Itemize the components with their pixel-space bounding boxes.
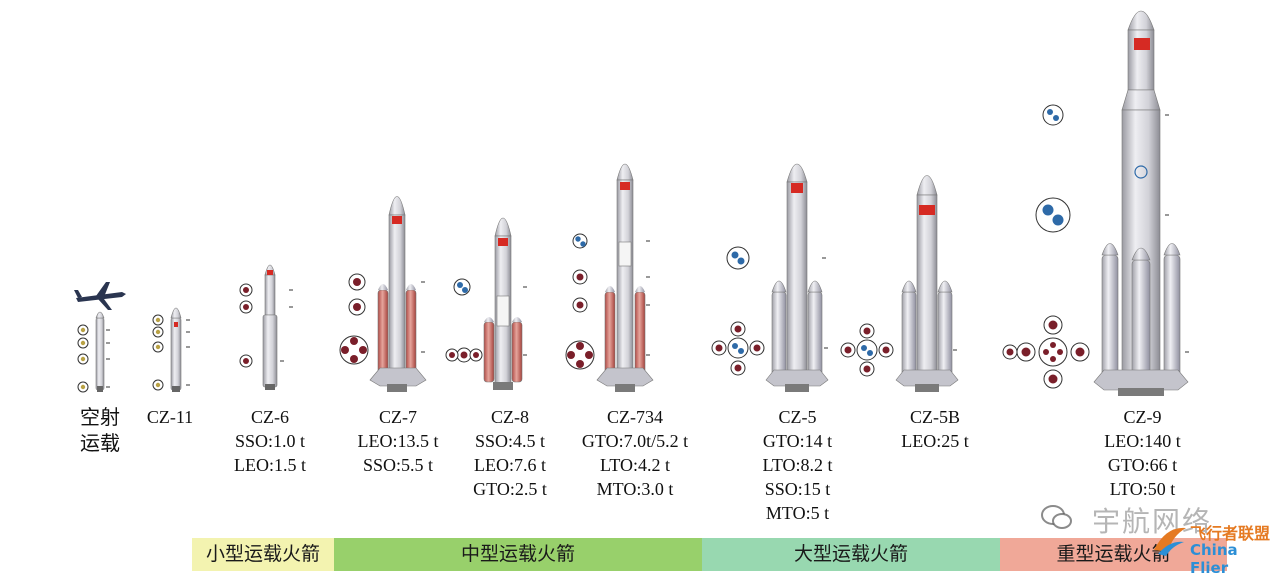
cz6-payload-circles [239,283,253,368]
air-launch-label: 空射 运载 [70,405,130,457]
air-launch-rocket [74,282,126,392]
cz5-spec-1: GTO:14 t [762,431,833,451]
cz11-payload-circles [152,314,164,391]
cz5-name: CZ-5 [778,407,817,427]
tick-marks [106,114,1189,388]
cz5-spec-4: MTO:5 t [765,503,830,523]
air-launch-payload-circles [77,324,89,393]
cz6-rocket [262,264,278,390]
cz11-label: CZ-11 [130,405,210,429]
cz734-rocket [596,163,654,392]
category-label-heavy: 重型运载火箭 [1056,543,1171,565]
cz9-label: CZ-9 LEO:140 t GTO:66 t LTO:50 t [1085,405,1200,501]
cz11-name: CZ-11 [146,407,194,427]
cz734-payload-circles [565,233,595,370]
air-launch-name-line2: 运载 [80,433,120,455]
cz7-spec-2: SSO:5.5 t [362,455,434,475]
cz8-label: CZ-8 SSO:4.5 t LEO:7.6 t GTO:2.5 t [455,405,565,501]
cz6-label: CZ-6 SSO:1.0 t LEO:1.5 t [215,405,325,477]
cz11-rocket [170,307,182,392]
cz5-spec-3: SSO:15 t [764,479,831,499]
aircraft-icon [74,282,126,310]
cz9-spec-2: GTO:66 t [1107,455,1178,475]
cz5b-spec-1: LEO:25 t [901,431,969,451]
flier-logo-icon [1154,527,1186,556]
category-label-small: 小型运载火箭 [205,543,320,565]
cz7-spec-1: LEO:13.5 t [357,431,439,451]
cz6-name: CZ-6 [251,407,289,427]
cz5-rocket [765,163,829,392]
category-band-small: 小型运载火箭 [192,538,334,571]
cz8-spec-1: SSO:4.5 t [474,431,546,451]
cz5-spec-2: LTO:8.2 t [762,455,833,475]
cz9-spec-3: LTO:50 t [1109,479,1176,499]
air-launch-name-line1: 空射 [80,407,120,429]
cz9-name: CZ-9 [1123,407,1162,427]
cz7-payload-circles [339,273,369,365]
cz734-spec-1: GTO:7.0t/5.2 t [581,431,689,451]
cz5-payload-circles [711,246,765,376]
category-band-medium: 中型运载火箭 [334,538,702,571]
cz7-name: CZ-7 [379,407,417,427]
cz5-label: CZ-5 GTO:14 t LTO:8.2 t SSO:15 t MTO:5 t [740,405,855,525]
cz8-spec-3: GTO:2.5 t [473,479,547,499]
cz734-spec-3: MTO:3.0 t [596,479,674,499]
cz6-spec-2: LEO:1.5 t [234,455,306,475]
cz8-name: CZ-8 [491,407,529,427]
cz734-label: CZ-734 GTO:7.0t/5.2 t LTO:4.2 t MTO:3.0 … [560,405,710,501]
cz9-spec-1: LEO:140 t [1104,431,1181,451]
category-band-heavy: 重型运载火箭 [1000,538,1227,571]
cz9-rocket [1093,10,1189,396]
cz8-spec-2: LEO:7.6 t [474,455,546,475]
cz734-name: CZ-734 [607,407,663,427]
cz7-rocket [369,196,427,392]
cz8-rocket [483,217,523,390]
cz6-spec-1: SSO:1.0 t [234,431,306,451]
cz9-payload-circles [1002,104,1090,389]
cz8-payload-circles [445,278,483,363]
category-label-large: 大型运载火箭 [793,543,908,565]
wechat-icon [1041,505,1072,529]
cz5b-rocket [895,175,959,392]
watermark-english-text: China Flier [1190,541,1238,577]
cz7-label: CZ-7 LEO:13.5 t SSO:5.5 t [343,405,453,477]
category-band-large: 大型运载火箭 [702,538,1000,571]
cz5b-name: CZ-5B [909,407,960,427]
watermark-grey-text: 宇航网络 [1092,505,1213,538]
category-label-medium: 中型运载火箭 [460,543,575,565]
cz5b-label: CZ-5B LEO:25 t [880,405,990,453]
watermark-chinese-text: 飞行者联盟 [1190,524,1271,543]
cz5b-payload-circles [840,323,894,377]
cz734-spec-2: LTO:4.2 t [599,455,670,475]
